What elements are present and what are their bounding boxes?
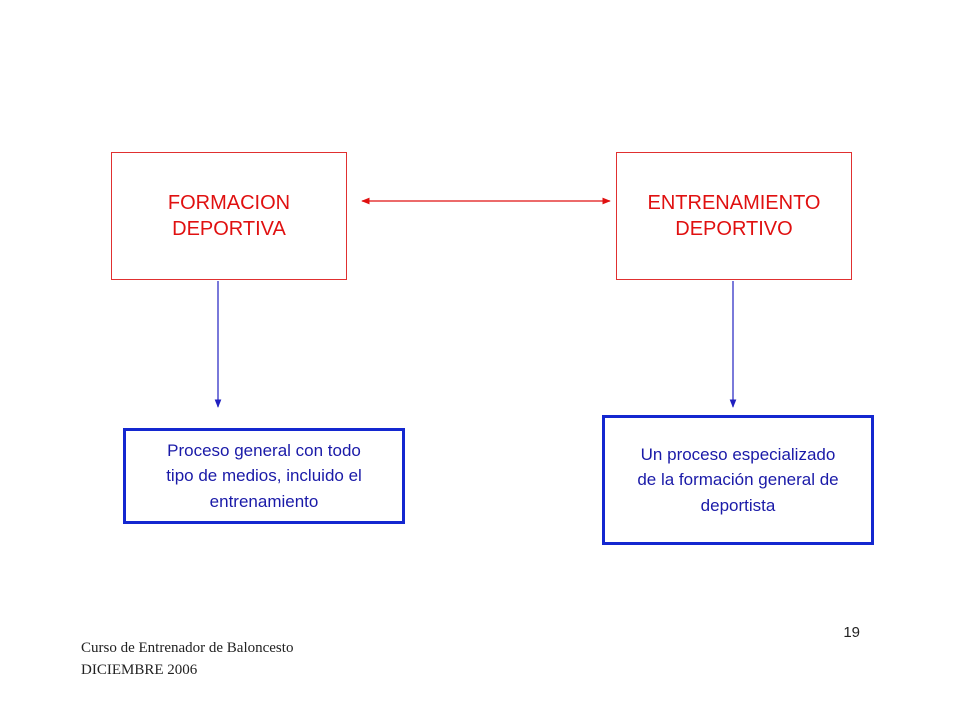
- footer-course-name: Curso de Entrenador de Baloncesto: [81, 640, 294, 656]
- formacion-deportiva-label: FORMACION DEPORTIVA: [167, 192, 291, 240]
- page-number: 19: [843, 624, 860, 641]
- footer: Curso de Entrenador de Baloncesto DICIEM…: [81, 638, 293, 682]
- proceso-general-text: Proceso general con todo tipo de medios,…: [166, 440, 362, 511]
- footer-date: DICIEMBRE 2006: [81, 661, 198, 678]
- entrenamiento-deportivo-box: ENTRENAMIENTO DEPORTIVO: [616, 152, 852, 280]
- formacion-deportiva-box: FORMACION DEPORTIVA: [111, 152, 347, 280]
- proceso-general-box: Proceso general con todo tipo de medios,…: [123, 428, 405, 524]
- entrenamiento-deportivo-label: ENTRENAMIENTO DEPORTIVO: [647, 192, 821, 240]
- proceso-especializado-text: Un proceso especializado de la formación…: [637, 444, 839, 515]
- proceso-especializado-box: Un proceso especializado de la formación…: [602, 415, 874, 545]
